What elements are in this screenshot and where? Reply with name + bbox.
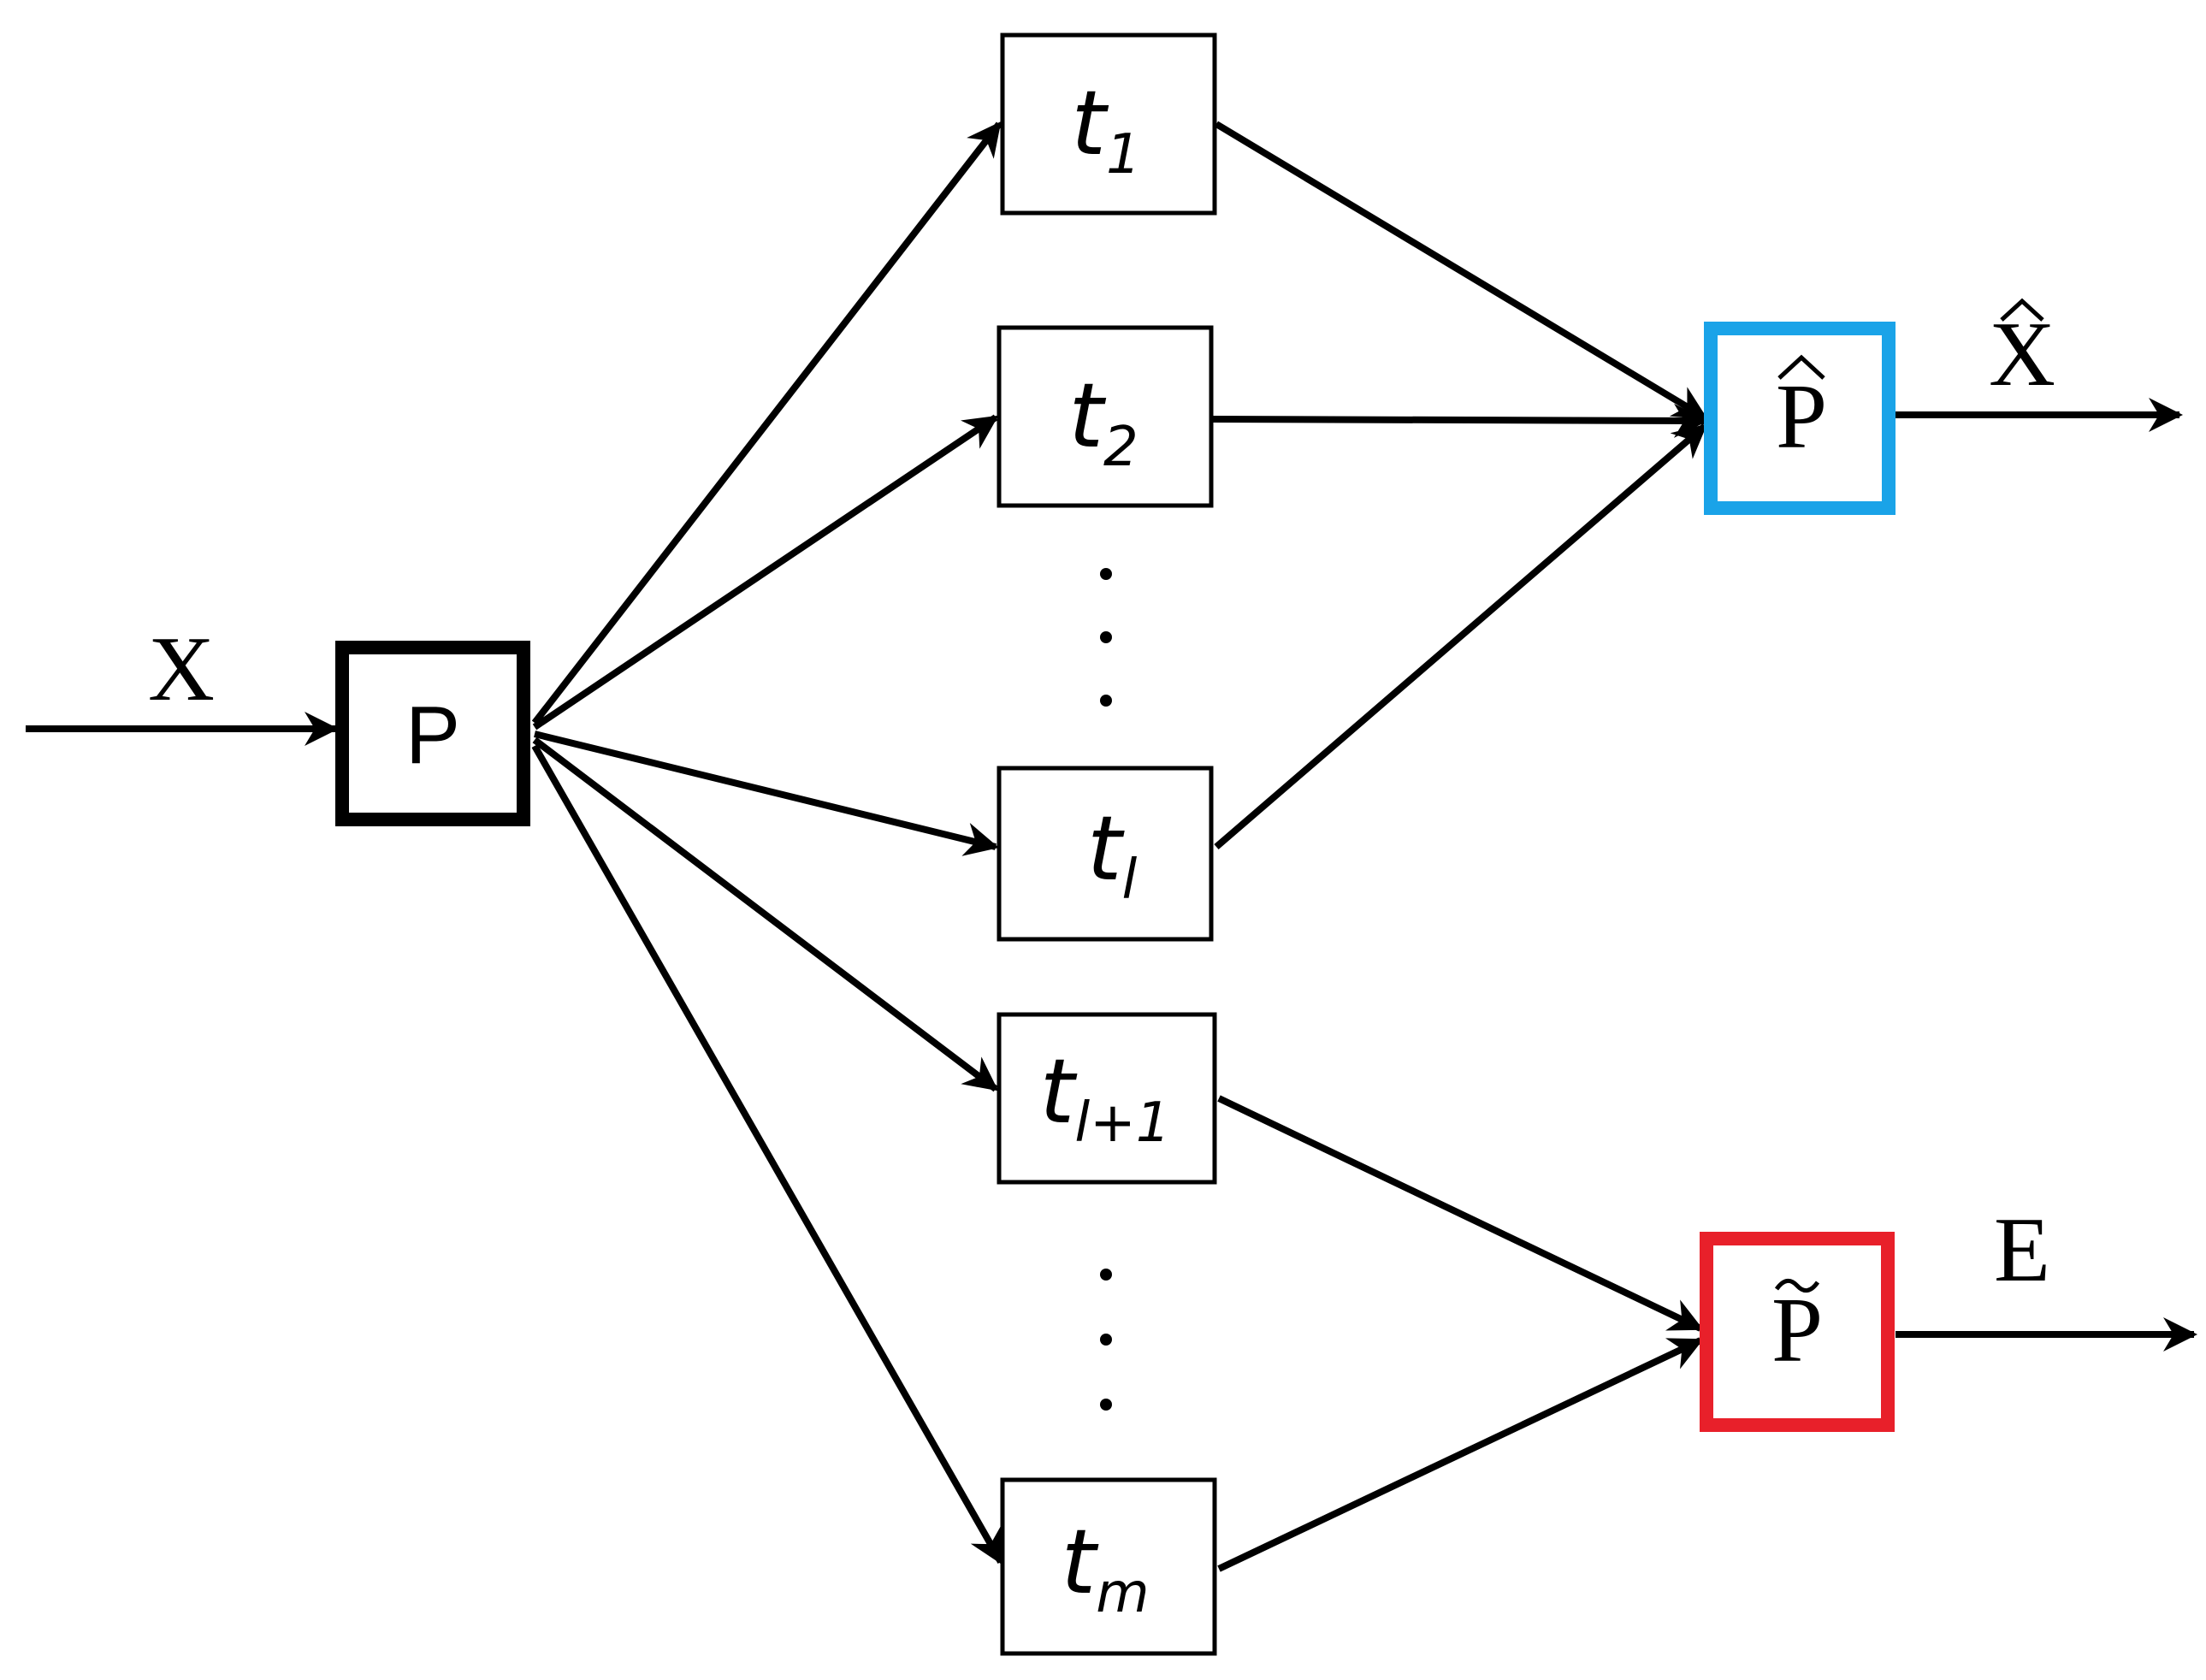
- task-node-tl1: tl+1: [997, 1012, 1217, 1185]
- task-t1-base: t: [1071, 71, 1109, 175]
- edge-tl1-ptilde: [1217, 1095, 1704, 1332]
- estimate-node-hat-accent: [1777, 354, 1825, 380]
- task-node-t2: t2: [997, 325, 1214, 508]
- error-node-label: P: [1771, 1280, 1823, 1381]
- ellipsis-lower: [1100, 1269, 1112, 1411]
- svg-text:tl: tl: [1087, 796, 1138, 912]
- task-t2-sub: 2: [1103, 416, 1138, 479]
- task-tl1-base: t: [1040, 1039, 1078, 1144]
- estimate-node-label: P: [1776, 366, 1827, 468]
- edge-p-tl1: [532, 736, 999, 1092]
- edge-p-tl: [534, 731, 999, 856]
- svg-text:tm: tm: [1061, 1510, 1149, 1625]
- estimate-output-letter: X: [1989, 304, 2055, 405]
- task-tm-sub: m: [1096, 1562, 1149, 1625]
- edge-p-t2: [532, 414, 999, 731]
- edge-p-tm: [531, 744, 1004, 1565]
- task-node-tm: tm: [1000, 1477, 1217, 1656]
- estimate-node: P: [1704, 322, 1896, 515]
- svg-text:tl+1: tl+1: [1040, 1039, 1171, 1155]
- task-t2-base: t: [1068, 364, 1106, 468]
- edge-t1-phat: [1214, 121, 1708, 421]
- task-node-tl: tl: [997, 766, 1214, 942]
- svg-text:t2: t2: [1068, 364, 1138, 479]
- svg-text:t1: t1: [1071, 71, 1141, 186]
- task-tl1-sub: l+1: [1074, 1091, 1170, 1155]
- ellipsis-upper: [1100, 568, 1112, 707]
- source-node-label: P: [405, 689, 460, 781]
- edge-tm-ptilde: [1217, 1337, 1704, 1572]
- task-node-t1: t1: [1000, 33, 1217, 216]
- task-t1-sub: 1: [1106, 123, 1141, 186]
- error-node: P: [1700, 1232, 1895, 1432]
- source-node: P: [335, 641, 530, 826]
- edge-t2-phat: [1212, 403, 1708, 438]
- task-tl-sub: l: [1122, 849, 1138, 912]
- input-label: X: [148, 618, 215, 720]
- task-tl-base: t: [1087, 796, 1125, 901]
- error-node-tilde-accent: [1774, 1278, 1820, 1293]
- edge-p-t1: [531, 121, 1002, 725]
- task-tm-base: t: [1061, 1510, 1098, 1614]
- edge-tl-phat: [1214, 423, 1708, 850]
- estimate-output-hat-accent: [2000, 298, 2044, 322]
- estimate-output-label: X: [1989, 298, 2055, 405]
- error-output-label: E: [1994, 1199, 2050, 1301]
